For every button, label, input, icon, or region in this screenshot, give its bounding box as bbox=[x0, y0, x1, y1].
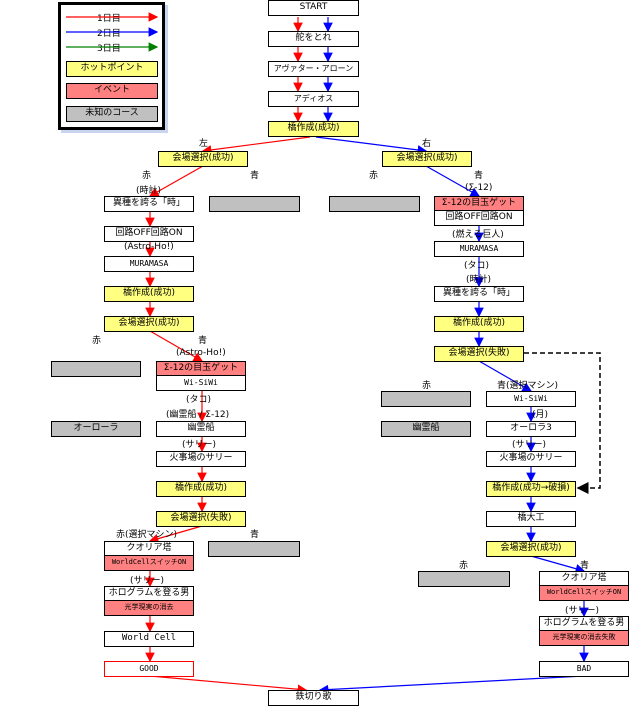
right-venue-3: 会場選択(成功) bbox=[486, 541, 576, 557]
connector-arrow bbox=[530, 555, 586, 574]
right-bridge-2: 橋作成(成功→破損) bbox=[486, 481, 576, 497]
route-note: (Astro-Ho!) bbox=[176, 348, 226, 358]
unknown-course bbox=[51, 361, 141, 377]
good-ending: GOOD bbox=[104, 661, 194, 677]
left-bridge-1: 橋作成(成功) bbox=[104, 286, 194, 302]
label-red-machine: 赤(選択マシン) bbox=[116, 530, 178, 540]
connector-arrow bbox=[149, 330, 204, 362]
route-note: (時計) bbox=[136, 186, 162, 196]
trunk-node: アディオス bbox=[268, 91, 359, 107]
connector-arrow bbox=[478, 360, 533, 392]
connector-arrow bbox=[148, 525, 203, 544]
left-ghost: 幽霊船 bbox=[156, 421, 246, 437]
label-red: 赤 bbox=[459, 561, 469, 571]
route-note: (月) bbox=[532, 410, 549, 420]
right-venue-1: 会場選択(成功) bbox=[382, 151, 472, 167]
right-venue-2: 会場選択(失敗) bbox=[434, 346, 524, 362]
legend-unknown: 未知のコース bbox=[66, 106, 158, 122]
label-red: 赤 bbox=[422, 381, 432, 391]
left-circuit: 回路OFF回路ON bbox=[104, 226, 194, 242]
route-note: (燃える巨人) bbox=[452, 230, 504, 240]
unknown-course bbox=[209, 196, 300, 212]
connector-arrow bbox=[315, 136, 428, 155]
label-right: 右 bbox=[422, 139, 432, 149]
connector-arrow bbox=[148, 165, 204, 197]
right-carpenter: 橋大工 bbox=[486, 511, 576, 527]
right-circuit: 回路OFF回路ON bbox=[434, 210, 524, 226]
label-blue: 青 bbox=[250, 530, 260, 540]
start-node: START bbox=[268, 0, 359, 16]
connector-arrow bbox=[318, 675, 585, 695]
label-red: 赤 bbox=[142, 171, 152, 181]
left-venue-2: 会場選択(成功) bbox=[104, 316, 194, 332]
right-wc-switch: WorldCellスイッチON bbox=[539, 585, 629, 601]
unknown-course-aurora: オーローラ bbox=[51, 421, 141, 437]
left-erase: 光学現実の消去 bbox=[104, 600, 194, 616]
label-red: 赤 bbox=[369, 171, 379, 181]
right-aurora3: オーロラ3 bbox=[486, 421, 576, 437]
ending-song: 鉄切り歌 bbox=[268, 690, 359, 706]
unknown-course-ghost: 幽霊船 bbox=[381, 421, 471, 437]
label-left: 左 bbox=[199, 139, 209, 149]
label-blue: 青 bbox=[474, 171, 484, 181]
bad-ending: BAD bbox=[539, 661, 629, 677]
route-note: (タコ) bbox=[464, 261, 490, 271]
trunk-bridge: 橋作成(成功) bbox=[268, 121, 359, 137]
unknown-course bbox=[381, 391, 471, 407]
legend-event: イベント bbox=[66, 83, 158, 99]
right-fire: 火事場のサリー bbox=[486, 451, 576, 467]
label-blue-machine: 青(選択マシン) bbox=[497, 381, 559, 391]
connector-arrow bbox=[425, 165, 481, 197]
route-note: (タコ) bbox=[186, 395, 212, 405]
left-venue-1: 会場選択(成功) bbox=[158, 151, 248, 167]
connector-arrow bbox=[149, 675, 308, 695]
left-pride: 異種を誇る「時」 bbox=[104, 196, 194, 212]
right-erase-fail: 光学現実の消去失敗 bbox=[539, 630, 629, 646]
route-note: (Astro-Ho!) bbox=[124, 242, 174, 252]
unknown-course bbox=[418, 571, 510, 587]
left-fire: 火事場のサリー bbox=[156, 451, 246, 467]
right-pride: 異種を誇る「時」 bbox=[434, 286, 524, 302]
route-note: (幽霊船 / Σ-12) bbox=[166, 410, 230, 420]
left-worldcell: World Cell bbox=[104, 631, 194, 647]
connector-arrow bbox=[201, 136, 311, 155]
route-note: (サリー) bbox=[512, 440, 547, 450]
left-venue-3: 会場選択(失敗) bbox=[156, 511, 246, 527]
route-note: (Σ-12) bbox=[465, 183, 493, 193]
route-note: (サリー) bbox=[130, 576, 165, 586]
left-wisiwi: Wi-SiWi bbox=[156, 375, 246, 391]
route-note: (サリー) bbox=[182, 440, 217, 450]
left-muramasa: MURAMASA bbox=[104, 256, 194, 272]
label-red: 赤 bbox=[92, 336, 102, 346]
unknown-course bbox=[208, 541, 300, 557]
right-bridge-1: 橋作成(成功) bbox=[434, 316, 524, 332]
unknown-course bbox=[329, 196, 420, 212]
trunk-node: 舵をとれ bbox=[268, 31, 359, 47]
left-wc-switch: WorldCellスイッチON bbox=[104, 555, 194, 571]
right-wisiwi: Wi-SiWi bbox=[486, 391, 576, 407]
trunk-node: アヴァター・アローン bbox=[268, 61, 359, 77]
left-bridge-2: 橋作成(成功) bbox=[156, 481, 246, 497]
label-blue: 青 bbox=[250, 171, 260, 181]
label-blue: 青 bbox=[198, 336, 208, 346]
legend-hotpoint: ホットポイント bbox=[66, 61, 158, 77]
route-note: (時計) bbox=[466, 275, 492, 285]
route-note: (サリー) bbox=[565, 606, 600, 616]
right-muramasa: MURAMASA bbox=[434, 241, 524, 257]
label-blue: 青 bbox=[580, 561, 590, 571]
